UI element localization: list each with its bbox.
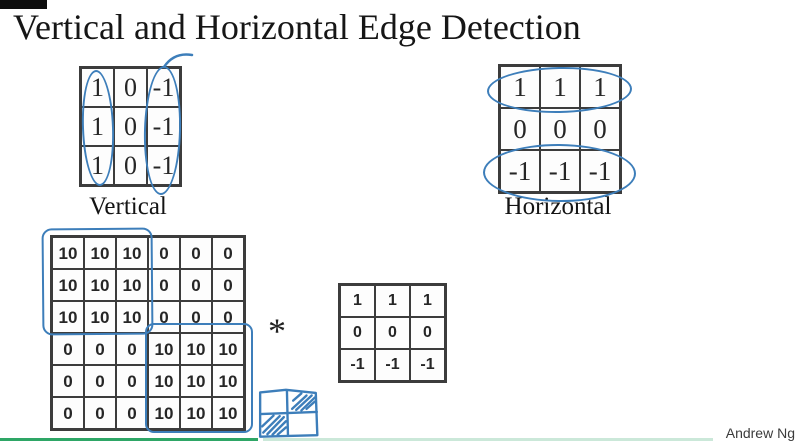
- progress-line-dark: [0, 438, 258, 441]
- matrix-cell: -1: [147, 107, 180, 146]
- matrix-cell: 0: [116, 365, 148, 397]
- matrix-cell: -1: [500, 150, 540, 192]
- matrix-cell: 1: [81, 68, 114, 107]
- matrix-cell: 10: [180, 365, 212, 397]
- matrix-cell: 10: [212, 333, 244, 365]
- matrix-cell: 0: [52, 365, 84, 397]
- convolution-operator: *: [268, 311, 286, 351]
- matrix-cell: 10: [212, 365, 244, 397]
- matrix-cell: 0: [540, 108, 580, 150]
- matrix-cell: 10: [116, 237, 148, 269]
- matrix-cell: -1: [540, 150, 580, 192]
- matrix-cell: 1: [81, 146, 114, 185]
- matrix-cell: 0: [212, 269, 244, 301]
- matrix-cell: -1: [410, 349, 445, 381]
- matrix-cell: 1: [340, 285, 375, 317]
- matrix-cell: 0: [180, 269, 212, 301]
- matrix-cell: 10: [148, 397, 180, 429]
- matrix-cell: 10: [148, 365, 180, 397]
- checkerboard-sketch: [258, 388, 319, 438]
- matrix-cell: 10: [84, 237, 116, 269]
- ink-box-top-left-block: [41, 227, 154, 336]
- matrix-cell: 0: [114, 146, 147, 185]
- matrix-cell: 0: [375, 317, 410, 349]
- matrix-cell: 10: [148, 333, 180, 365]
- matrix-cell: 0: [84, 333, 116, 365]
- matrix-cell: 0: [180, 237, 212, 269]
- matrix-cell: 10: [84, 301, 116, 333]
- vertical-filter-label: Vertical: [89, 193, 167, 220]
- matrix-cell: 1: [410, 285, 445, 317]
- matrix-cell: 10: [52, 237, 84, 269]
- horizontal-filter-label: Horizontal: [504, 193, 612, 220]
- matrix-cell: 0: [116, 333, 148, 365]
- matrix-cell: -1: [340, 349, 375, 381]
- matrix-cell: 0: [84, 397, 116, 429]
- matrix-cell: 0: [84, 365, 116, 397]
- matrix-cell: 10: [180, 397, 212, 429]
- matrix-cell: 0: [410, 317, 445, 349]
- matrix-cell: 0: [212, 237, 244, 269]
- matrix-cell: 0: [148, 237, 180, 269]
- matrix-cell: 0: [148, 301, 180, 333]
- matrix-cell: 1: [375, 285, 410, 317]
- corner-bar: [0, 0, 47, 9]
- matrix-cell: 0: [114, 107, 147, 146]
- ink-oval-tail-stroke: [162, 53, 194, 69]
- matrix-cell: 10: [116, 301, 148, 333]
- matrix-cell: 0: [340, 317, 375, 349]
- matrix-cell: 0: [52, 333, 84, 365]
- progress-line-light: [263, 438, 713, 441]
- matrix-cell: 10: [52, 269, 84, 301]
- matrix-cell: 10: [84, 269, 116, 301]
- matrix-cell: 0: [212, 301, 244, 333]
- matrix-cell: 10: [116, 269, 148, 301]
- matrix-cell: 10: [180, 333, 212, 365]
- matrix-cell: 0: [116, 397, 148, 429]
- matrix-cell: 0: [580, 108, 620, 150]
- matrix-cell: 0: [500, 108, 540, 150]
- page-title: Vertical and Horizontal Edge Detection: [13, 7, 581, 47]
- matrix-cell: 10: [212, 397, 244, 429]
- author-credit: Andrew Ng: [725, 425, 795, 441]
- matrix-cell: 0: [180, 301, 212, 333]
- matrix-cell: -1: [375, 349, 410, 381]
- matrix-cell: 0: [148, 269, 180, 301]
- matrix-cell: 0: [52, 397, 84, 429]
- matrix-cell: 1: [81, 107, 114, 146]
- matrix-cell: 1: [580, 66, 620, 108]
- matrix-cell: 1: [500, 66, 540, 108]
- matrix-cell: 1: [540, 66, 580, 108]
- matrix-cell: -1: [147, 68, 180, 107]
- matrix-cell: 10: [52, 301, 84, 333]
- matrix-cell: -1: [147, 146, 180, 185]
- ink-box-bottom-right-block: [145, 323, 253, 433]
- matrix-cell: -1: [580, 150, 620, 192]
- matrix-cell: 0: [114, 68, 147, 107]
